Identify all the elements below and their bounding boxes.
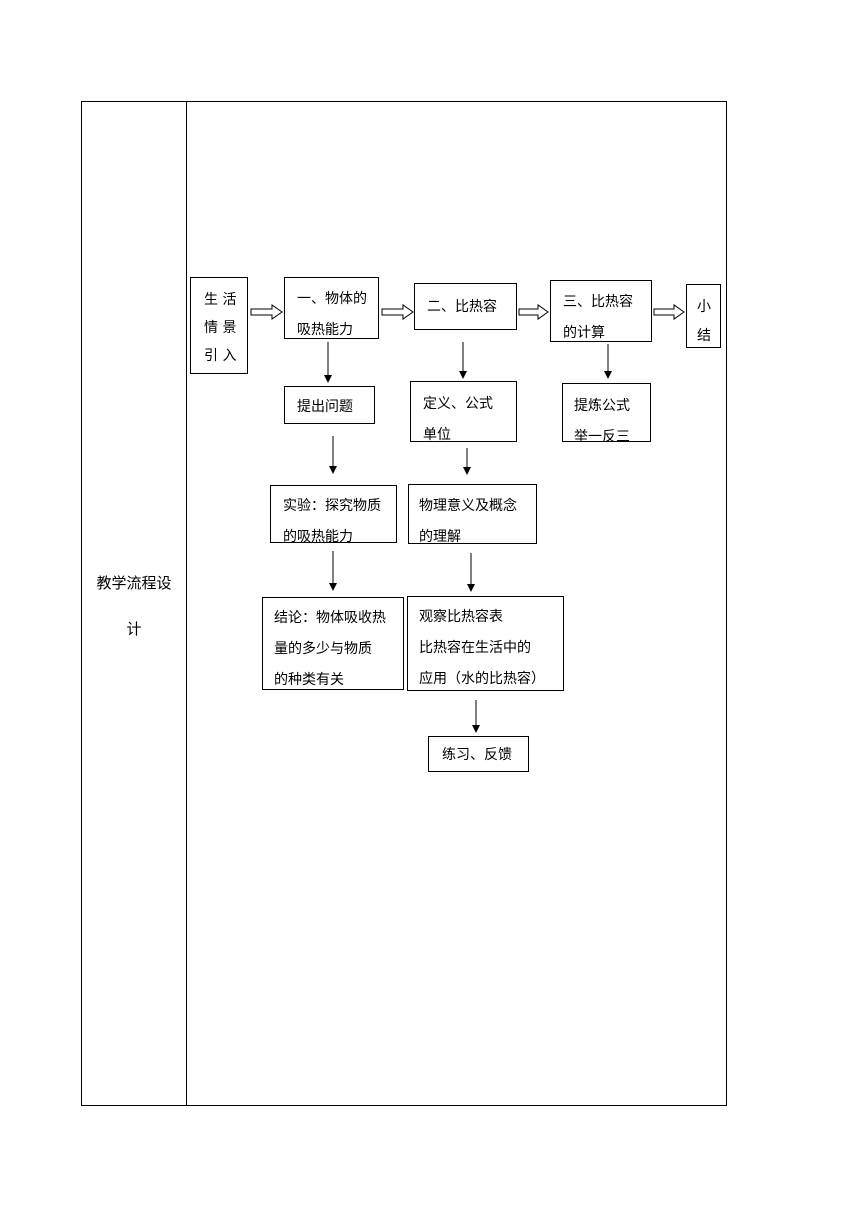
- box-line: 的计算: [563, 325, 605, 341]
- experiment-box: 实验：探究物质 的吸热能力: [270, 485, 397, 543]
- box-line: 提出问题: [297, 399, 353, 415]
- lesson-table: [81, 101, 727, 1106]
- box-line: 生 活: [204, 292, 237, 308]
- ask-question-box: 提出问题: [284, 386, 375, 424]
- box-line: 引 入: [204, 348, 237, 364]
- formula-box: 提炼公式 举一反三: [562, 383, 651, 442]
- table-column-divider: [186, 101, 187, 1106]
- box-line: 结论：物体吸收热: [274, 610, 386, 626]
- box-line: 单位: [423, 427, 451, 442]
- box-line: 吸热能力: [297, 322, 353, 338]
- conclusion-box: 结论：物体吸收热 量的多少与物质 的种类有关: [262, 597, 404, 690]
- box-line: 实验：探究物质: [283, 498, 381, 514]
- box-line: 结: [697, 328, 711, 344]
- box-line: 小: [697, 299, 711, 315]
- box-line: 量的多少与物质: [274, 641, 372, 657]
- box-line: 举一反三: [574, 429, 630, 442]
- summary-box: 小 结: [686, 284, 721, 348]
- box-line: 提炼公式: [574, 398, 630, 414]
- intro-box: 生 活 情 景 引 入: [190, 277, 248, 374]
- definition-box: 定义、公式 单位: [410, 381, 517, 442]
- observe-box: 观察比热容表 比热容在生活中的 应用（水的比热容）: [407, 596, 564, 691]
- box-line: 情 景: [204, 320, 237, 336]
- practice-box: 练习、反馈: [428, 736, 529, 772]
- hollow-arrow-step3-summary: [653, 304, 685, 320]
- hollow-arrow-intro-step1: [250, 304, 283, 320]
- box-line: 的吸热能力: [283, 529, 353, 543]
- box-line: 三、比热容: [563, 294, 633, 310]
- box-line: 一、物体的: [297, 291, 367, 307]
- box-line: 定义、公式: [423, 396, 493, 412]
- box-line: 的理解: [419, 529, 461, 544]
- box-line: 的种类有关: [274, 672, 344, 688]
- box-line: 比热容在生活中的: [419, 640, 531, 656]
- step3-box: 三、比热容 的计算: [550, 280, 652, 342]
- step1-box: 一、物体的 吸热能力: [284, 277, 379, 339]
- row-label: 教学流程设 计: [82, 560, 186, 652]
- box-line: 应用（水的比热容）: [419, 671, 545, 687]
- hollow-arrow-step2-step3: [518, 304, 549, 320]
- hollow-arrow-step1-step2: [381, 304, 414, 320]
- step2-box: 二、比热容: [414, 283, 517, 330]
- box-line: 物理意义及概念: [419, 498, 517, 514]
- box-line: 观察比热容表: [419, 609, 503, 625]
- meaning-box: 物理意义及概念 的理解: [408, 484, 537, 544]
- row-label-line: 教学流程设: [96, 574, 172, 592]
- box-line: 练习、反馈: [442, 747, 512, 763]
- row-label-line: 计: [126, 620, 142, 638]
- box-line: 二、比热容: [427, 299, 497, 315]
